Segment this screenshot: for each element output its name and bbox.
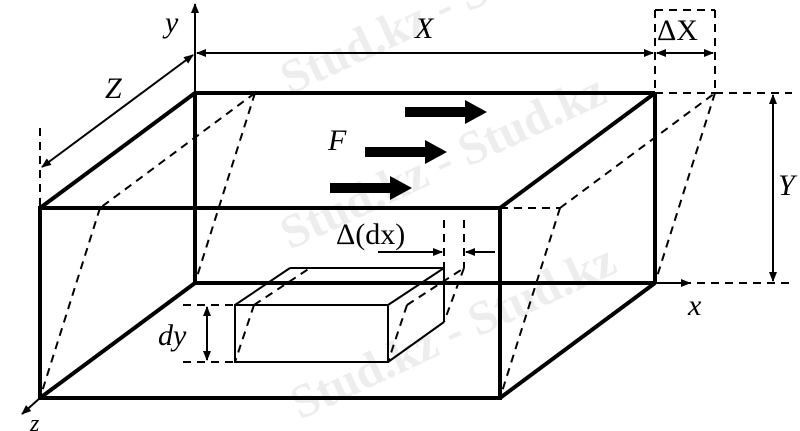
label-Z: Z (105, 72, 122, 105)
label-dy: dy (158, 319, 187, 352)
dimension-Z (39, 54, 194, 208)
label-F: F (327, 124, 347, 157)
small-element (183, 220, 495, 363)
watermark: Stud.kz - Stud.kz Stud.kz - Stud.kz Stud… (272, 0, 624, 430)
undeformed-block (38, 91, 657, 400)
label-X: X (414, 12, 435, 45)
label-y-axis: y (162, 6, 179, 39)
label-delta-X: ΔX (657, 14, 698, 47)
deformed-block-outline (39, 92, 716, 399)
force-arrows (330, 100, 487, 200)
z-axis (21, 397, 41, 415)
dimension-Y (655, 92, 792, 284)
dimension-X (196, 9, 716, 93)
label-z-axis: z (29, 411, 40, 431)
label-Y: Y (778, 169, 798, 202)
label-delta-dx: Δ(dx) (336, 218, 405, 251)
svg-text:Stud.kz - Stud.kz: Stud.kz - Stud.kz (282, 233, 624, 430)
label-x-axis: x (687, 289, 702, 322)
